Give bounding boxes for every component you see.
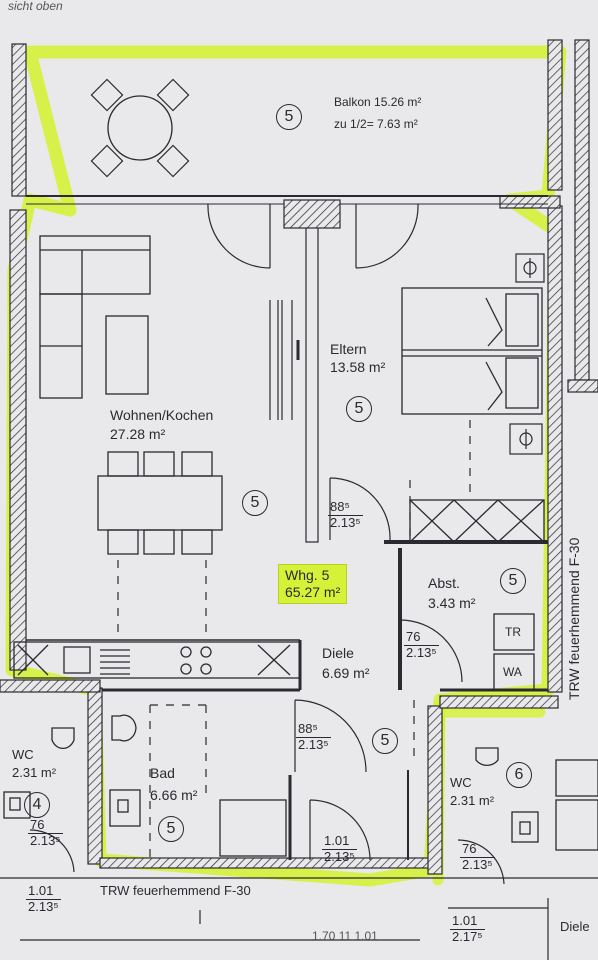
corridor-right-door-height: 2.17⁵ <box>452 928 483 944</box>
outer-walls <box>0 39 598 875</box>
washer-label: WA <box>503 665 522 679</box>
wc-right-door-label: 76 2.13⁵ <box>460 841 495 873</box>
balcony <box>26 78 548 205</box>
right-wall-label: TRW feuerhemmend F-30 <box>566 537 582 700</box>
parents-room-area: 13.58 m² <box>330 359 386 375</box>
entry-door-label: 1.01 2.13⁵ <box>322 833 357 865</box>
door-swings <box>29 203 505 885</box>
wc-left-unit: 4 <box>24 792 50 818</box>
parents-door-height: 2.13⁵ <box>330 514 361 530</box>
living-room-unit: 5 <box>242 490 268 516</box>
bath-door-width: 88⁵ <box>296 721 331 738</box>
bath-door-height: 2.13⁵ <box>298 736 329 752</box>
parents-door-label: 88⁵ 2.13⁵ <box>328 499 363 531</box>
kitchen-counter <box>13 641 301 679</box>
balcony-unit-number: 5 <box>276 104 302 130</box>
storage-door-label: 76 2.13⁵ <box>404 629 439 661</box>
apartment-highlight: Whg. 5 65.27 m² <box>278 564 348 604</box>
wc-right-unit: 6 <box>506 762 532 788</box>
wc-right-fixtures <box>475 747 598 851</box>
hall-area: 6.69 m² <box>322 665 370 681</box>
storage-door-height: 2.13⁵ <box>406 644 437 660</box>
corridor-right-door-width: 1.01 <box>450 913 485 930</box>
hall-name: Diele <box>322 645 354 661</box>
sofa <box>39 235 151 399</box>
bath-fixtures <box>109 714 287 857</box>
wc-right-door-width: 76 <box>460 841 495 858</box>
bath-name: Bad <box>150 765 175 781</box>
corridor-left-door-label: 1.01 2.13⁵ <box>26 883 61 915</box>
corridor-lines <box>0 877 598 960</box>
socket-icons <box>509 253 545 455</box>
storage-area: 3.43 m² <box>428 595 476 611</box>
parents-door-width: 88⁵ <box>328 499 363 516</box>
living-room-name: Wohnen/Kochen <box>110 407 214 423</box>
bath-door-label: 88⁵ 2.13⁵ <box>296 721 331 753</box>
wc-left-door-label: 76 2.13⁵ <box>28 817 63 849</box>
storage-door-width: 76 <box>404 629 439 646</box>
wc-right-name: WC <box>450 775 472 790</box>
hall-right-name: Diele <box>560 919 590 934</box>
wc-left-door-height: 2.13⁵ <box>30 832 61 848</box>
wc-right-area: 2.31 m² <box>450 793 495 808</box>
wc-left-area: 2.31 m² <box>12 765 57 780</box>
balcony-half-area: zu 1/2= 7.63 m² <box>334 117 418 131</box>
entry-door-height: 2.13⁵ <box>324 848 355 864</box>
bottom-dimensions: 1.70 11 1.01 <box>312 929 378 943</box>
laundry-stack <box>493 613 535 691</box>
entry-door-width: 1.01 <box>322 833 357 850</box>
storage-unit: 5 <box>500 568 526 594</box>
wc-right-door-height: 2.13⁵ <box>462 856 493 872</box>
bed <box>401 287 543 415</box>
bath-area: 6.66 m² <box>150 787 198 803</box>
storage-name: Abst. <box>428 575 460 591</box>
wardrobe <box>409 499 545 543</box>
corridor-left-door-height: 2.13⁵ <box>28 898 59 914</box>
wc-left-name: WC <box>12 747 34 762</box>
balcony-area: Balkon 15.26 m² <box>334 95 422 109</box>
hall-unit: 5 <box>372 728 398 754</box>
parents-room-name: Eltern <box>330 341 367 357</box>
apartment-number: Whg. 5 <box>285 567 330 583</box>
dryer-label: TR <box>505 625 521 639</box>
dining-table <box>97 451 223 555</box>
bottom-wall-label: TRW feuerhemmend F-30 <box>100 883 251 898</box>
bath-unit: 5 <box>158 816 184 842</box>
parents-room-unit: 5 <box>346 396 372 422</box>
wc-left-door-width: 76 <box>28 817 63 834</box>
header-scribble: sicht oben <box>8 0 63 13</box>
corridor-right-door-label: 1.01 2.17⁵ <box>450 913 485 945</box>
living-room-area: 27.28 m² <box>110 426 166 442</box>
apartment-total-area: 65.27 m² <box>285 583 341 600</box>
corridor-left-door-width: 1.01 <box>26 883 61 900</box>
